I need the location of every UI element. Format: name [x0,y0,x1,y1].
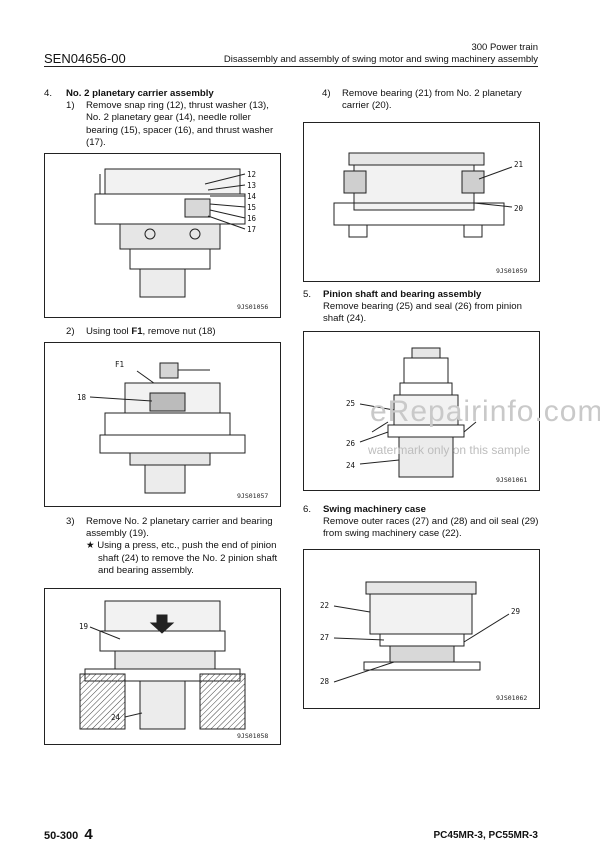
revision-number: 4 [84,826,93,843]
figure-9JS01062: 22 29 27 28 9JS01062 [303,549,540,709]
section-6-text: Remove outer races (27) and (28) and oil… [323,516,539,540]
callout-F1: F1 [115,360,124,369]
step-4-1: 1)Remove snap ring (12), thrust washer (… [66,100,274,148]
figure-9JS01059: 21 20 9JS01059 [303,122,540,282]
watermark-note: watermark only on this sample [368,443,531,457]
figure-code: 9JS01057 [237,492,268,500]
step-4-3: 3)Remove No. 2 planetary carrier and bea… [66,516,281,577]
step-4-4: 4)Remove bearing (21) from No. 2 planeta… [322,88,522,112]
press-note: ★ Using a press, etc., push the end of p… [86,540,278,576]
section-6: 6. Swing machinery case Remove outer race… [303,504,543,541]
figure-code: 9JS01059 [496,267,527,275]
section-5-text: Remove bearing (25) and seal (26) from p… [323,301,522,325]
callout-21: 21 [514,160,523,169]
figure-code: 9JS01056 [237,303,268,311]
callout-18: 18 [77,393,87,402]
callout-15: 15 [247,203,256,212]
callout-17: 17 [247,225,256,234]
section-5-title: Pinion shaft and bearing assembly [323,289,482,300]
figure-9JS01057: F1 18 9JS01057 [44,342,281,507]
callout-16: 16 [247,214,257,223]
model-names: PC45MR-3, PC55MR-3 [433,830,538,841]
section-6-title: Swing machinery case [323,504,426,515]
callout-22: 22 [320,601,329,610]
watermark-site: eRepairinfo.com [370,395,600,428]
figure-9JS01061: 25 26 24 9JS01061 [303,331,540,491]
section-5: 5. Pinion shaft and bearing assembly Remo… [303,289,543,326]
callout-25: 25 [346,399,355,408]
section-4: 4. No. 2 planetary carrier assembly 1)Rem… [44,88,284,149]
callout-28: 28 [320,677,330,686]
chapter-title: 300 Power train [471,42,538,53]
callout-14: 14 [247,192,257,201]
header-info: 300 Power train Disassembly and assembly… [224,42,538,66]
section-5-number: 5. [303,289,312,300]
pinion-shaft-drawing: 25 26 24 9JS01061 [346,347,527,484]
callout-24: 24 [111,713,121,722]
callout-26: 26 [346,439,356,448]
page-number: 50-300 4 [44,826,93,843]
document-id: SEN04656-00 [44,51,126,66]
callout-27: 27 [320,633,329,642]
nut-removal-drawing: F1 18 9JS01057 [77,360,268,500]
callout-24: 24 [346,461,356,470]
planetary-carrier-drawing: 12 13 14 15 16 17 9JS01056 [94,168,268,311]
figure-code: 9JS01061 [496,476,527,484]
bearing-removal-drawing: 21 20 9JS01059 [333,152,527,275]
figure-code: 9JS01058 [237,732,268,740]
figure-9JS01056: 12 13 14 15 16 17 9JS01056 [44,153,281,318]
star-icon: ★ [86,540,95,552]
callout-13: 13 [247,181,256,190]
callout-20: 20 [514,204,524,213]
step-4-2: 2)Using tool F1, remove nut (18) [66,326,216,337]
section-6-number: 6. [303,504,312,515]
press-removal-drawing: 19 24 9JS01058 [79,600,268,740]
callout-29: 29 [511,607,520,616]
section-4-title: No. 2 planetary carrier assembly [66,88,214,99]
figure-code: 9JS01062 [496,694,527,702]
section-4-number: 4. [44,88,53,99]
tool-name: F1 [131,326,143,337]
section-subtitle: Disassembly and assembly of swing motor … [223,54,538,65]
callout-19: 19 [79,622,88,631]
swing-machinery-case-drawing: 22 29 27 28 9JS01062 [320,581,527,702]
figure-9JS01058: 19 24 9JS01058 [44,588,281,745]
header-rule [44,66,538,67]
callout-12: 12 [247,170,256,179]
